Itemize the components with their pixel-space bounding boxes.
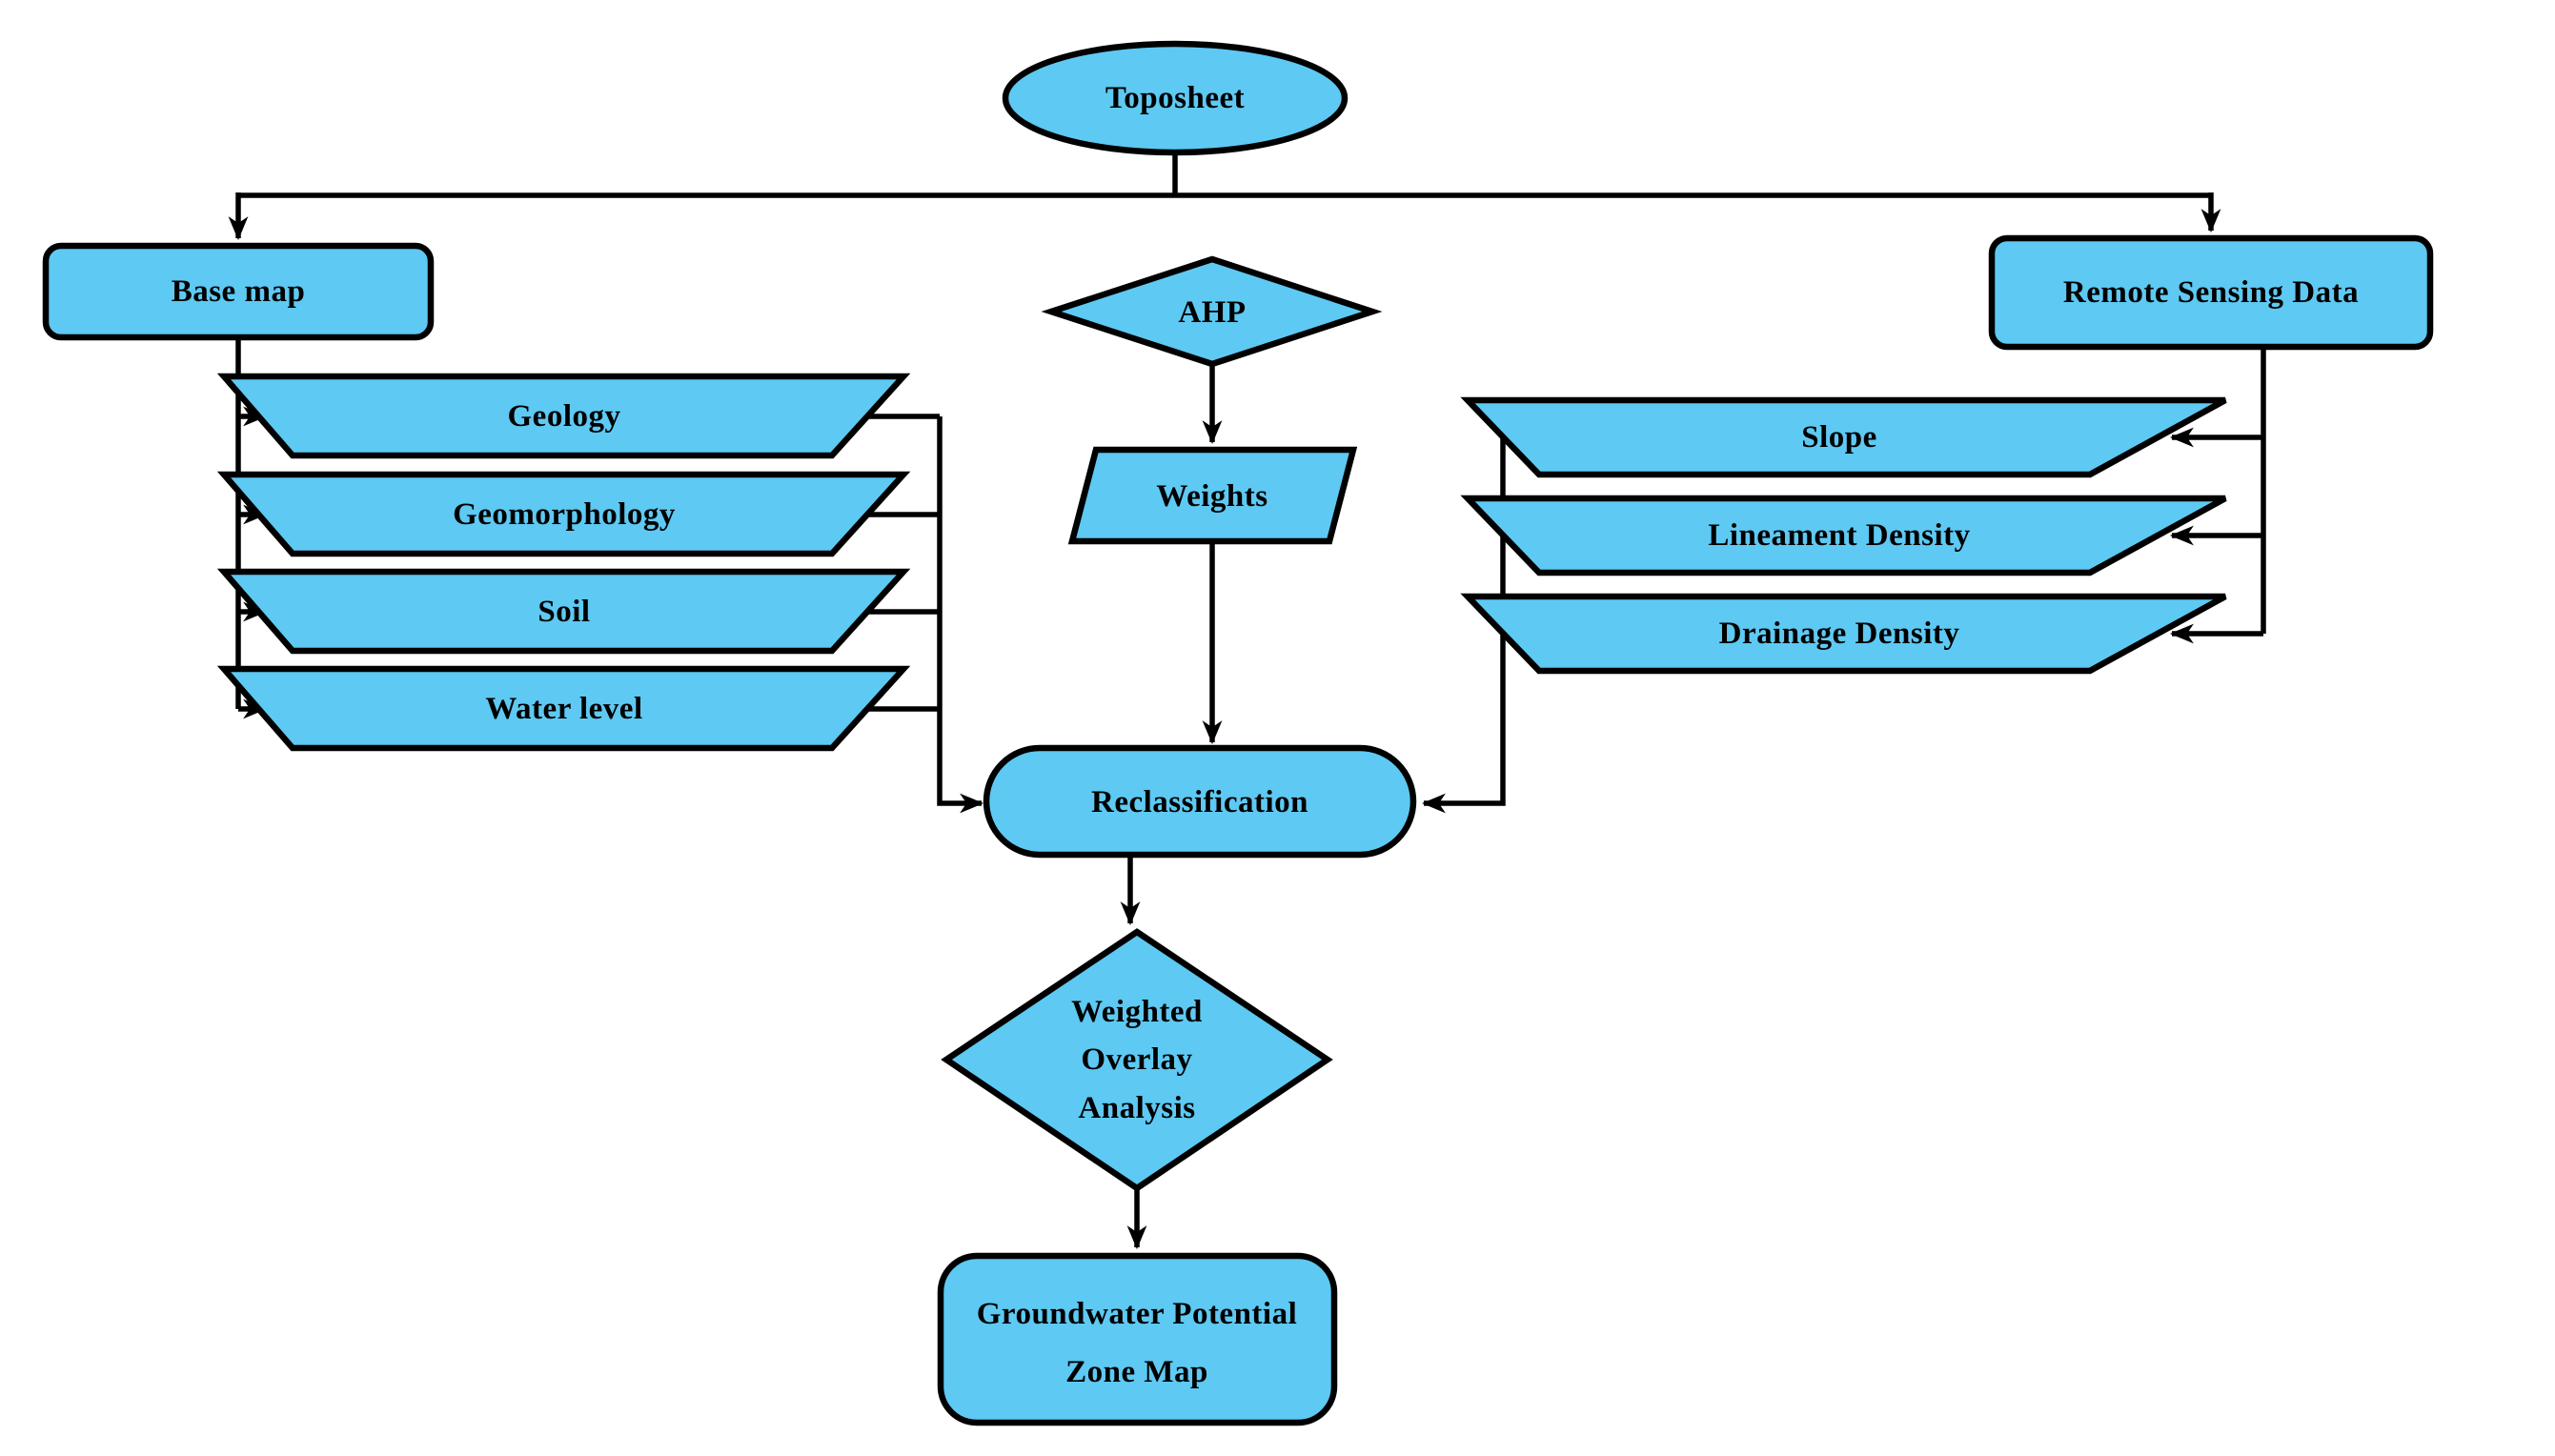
node-geomorphology: Geomorphology <box>216 471 911 557</box>
node-lineament-density: Lineament Density <box>1460 495 2227 576</box>
slope-shape <box>1460 396 2227 478</box>
weighted-overlay-analysis-shape <box>941 928 1333 1192</box>
weighted-overlay-line3: Analysis <box>1078 1091 1195 1125</box>
edge-left-collector-to-reclassification <box>937 416 984 814</box>
remote-sensing-data-shape <box>1988 234 2434 351</box>
geology-shape <box>216 373 911 459</box>
drainage-density-label: Drainage Density <box>1719 617 1960 651</box>
groundwater-potential-zone-map-shape <box>937 1252 1338 1426</box>
node-ahp: AHP <box>1041 255 1383 368</box>
weights-shape <box>1067 446 1358 545</box>
node-toposheet: Toposheet <box>1002 40 1348 156</box>
slope-label: Slope <box>1801 420 1877 455</box>
weighted-overlay-line1: Weighted <box>1071 995 1203 1029</box>
node-weights: Weights <box>1067 446 1358 545</box>
drainage-density-shape <box>1460 593 2227 675</box>
geomorphology-label: Geomorphology <box>453 497 676 532</box>
node-geology: Geology <box>216 373 911 459</box>
node-soil: Soil <box>216 568 911 655</box>
ahp-shape <box>1041 255 1383 368</box>
lineament-density-shape <box>1460 495 2227 576</box>
toposheet-label: Toposheet <box>1105 81 1245 115</box>
reclassification-shape <box>983 744 1417 859</box>
node-groundwater-potential-zone-map: Groundwater Potential Zone Map <box>937 1252 1338 1426</box>
connectors <box>228 151 2266 1250</box>
base-map-shape <box>42 242 435 341</box>
edge-right-collector-to-reclassification <box>1421 437 1506 814</box>
water-level-label: Water level <box>485 692 642 726</box>
water-level-shape <box>216 665 911 752</box>
weighted-overlay-line2: Overlay <box>1081 1042 1192 1077</box>
geology-label: Geology <box>508 399 621 434</box>
node-weighted-overlay-analysis: Weighted Overlay Analysis <box>941 928 1333 1192</box>
reclassification-label: Reclassification <box>1091 785 1308 819</box>
remote-sensing-data-label: Remote Sensing Data <box>2063 275 2359 310</box>
geomorphology-shape <box>216 471 911 557</box>
groundwater-output-line1: Groundwater Potential <box>977 1297 1298 1331</box>
base-map-label: Base map <box>172 274 306 309</box>
ahp-label: AHP <box>1178 295 1246 330</box>
node-base-map: Base map <box>42 242 435 341</box>
node-drainage-density: Drainage Density <box>1460 593 2227 675</box>
groundwater-output-line2: Zone Map <box>1065 1355 1208 1389</box>
node-water-level: Water level <box>216 665 911 752</box>
toposheet-shape <box>1002 40 1348 156</box>
node-remote-sensing-data: Remote Sensing Data <box>1988 234 2434 351</box>
soil-shape <box>216 568 911 655</box>
node-reclassification: Reclassification <box>983 744 1417 859</box>
node-slope: Slope <box>1460 396 2227 478</box>
lineament-density-label: Lineament Density <box>1708 518 1970 553</box>
soil-label: Soil <box>537 595 590 629</box>
weights-label: Weights <box>1156 479 1267 514</box>
